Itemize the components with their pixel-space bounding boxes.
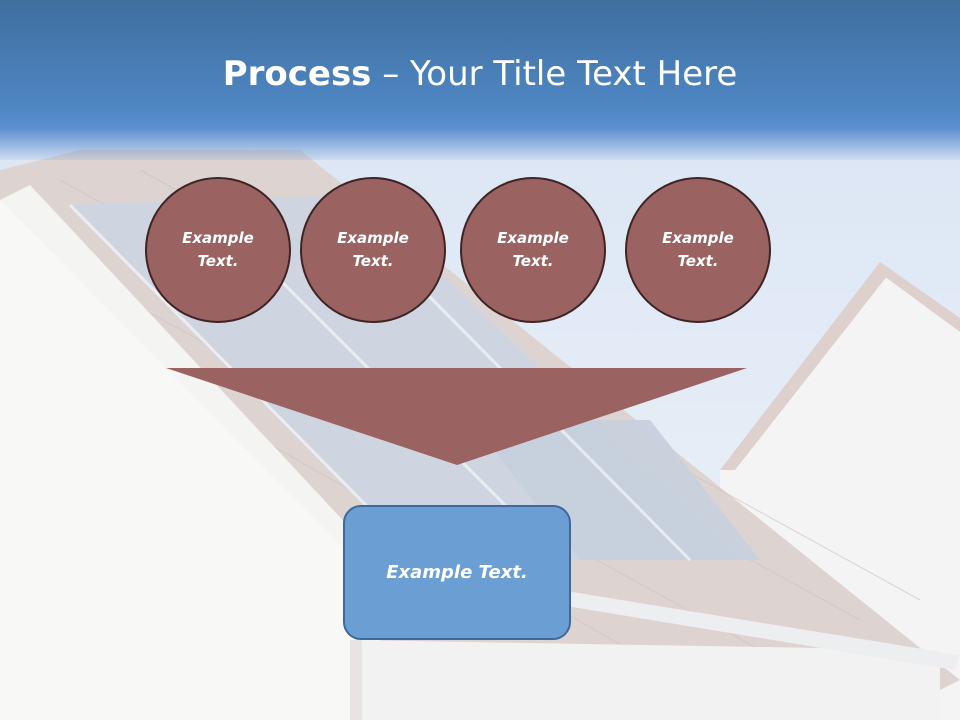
- circle-4-text: Example Text.: [662, 229, 734, 270]
- circle-2-text: Example Text.: [337, 229, 409, 270]
- process-circle-1[interactable]: Example Text.: [145, 177, 291, 323]
- result-text: Example Text.: [386, 562, 528, 583]
- title-band: [0, 0, 960, 160]
- process-circle-3[interactable]: Example Text.: [460, 177, 606, 323]
- circle-1-text: Example Text.: [182, 229, 254, 270]
- title-bold: Process: [222, 54, 372, 94]
- slide-title: Process – Your Title Text Here: [0, 52, 960, 96]
- title-rest: – Your Title Text Here: [371, 54, 738, 94]
- result-box[interactable]: Example Text.: [343, 505, 571, 640]
- process-circle-2[interactable]: Example Text.: [300, 177, 446, 323]
- circle-3-text: Example Text.: [497, 229, 569, 270]
- process-circle-4[interactable]: Example Text.: [625, 177, 771, 323]
